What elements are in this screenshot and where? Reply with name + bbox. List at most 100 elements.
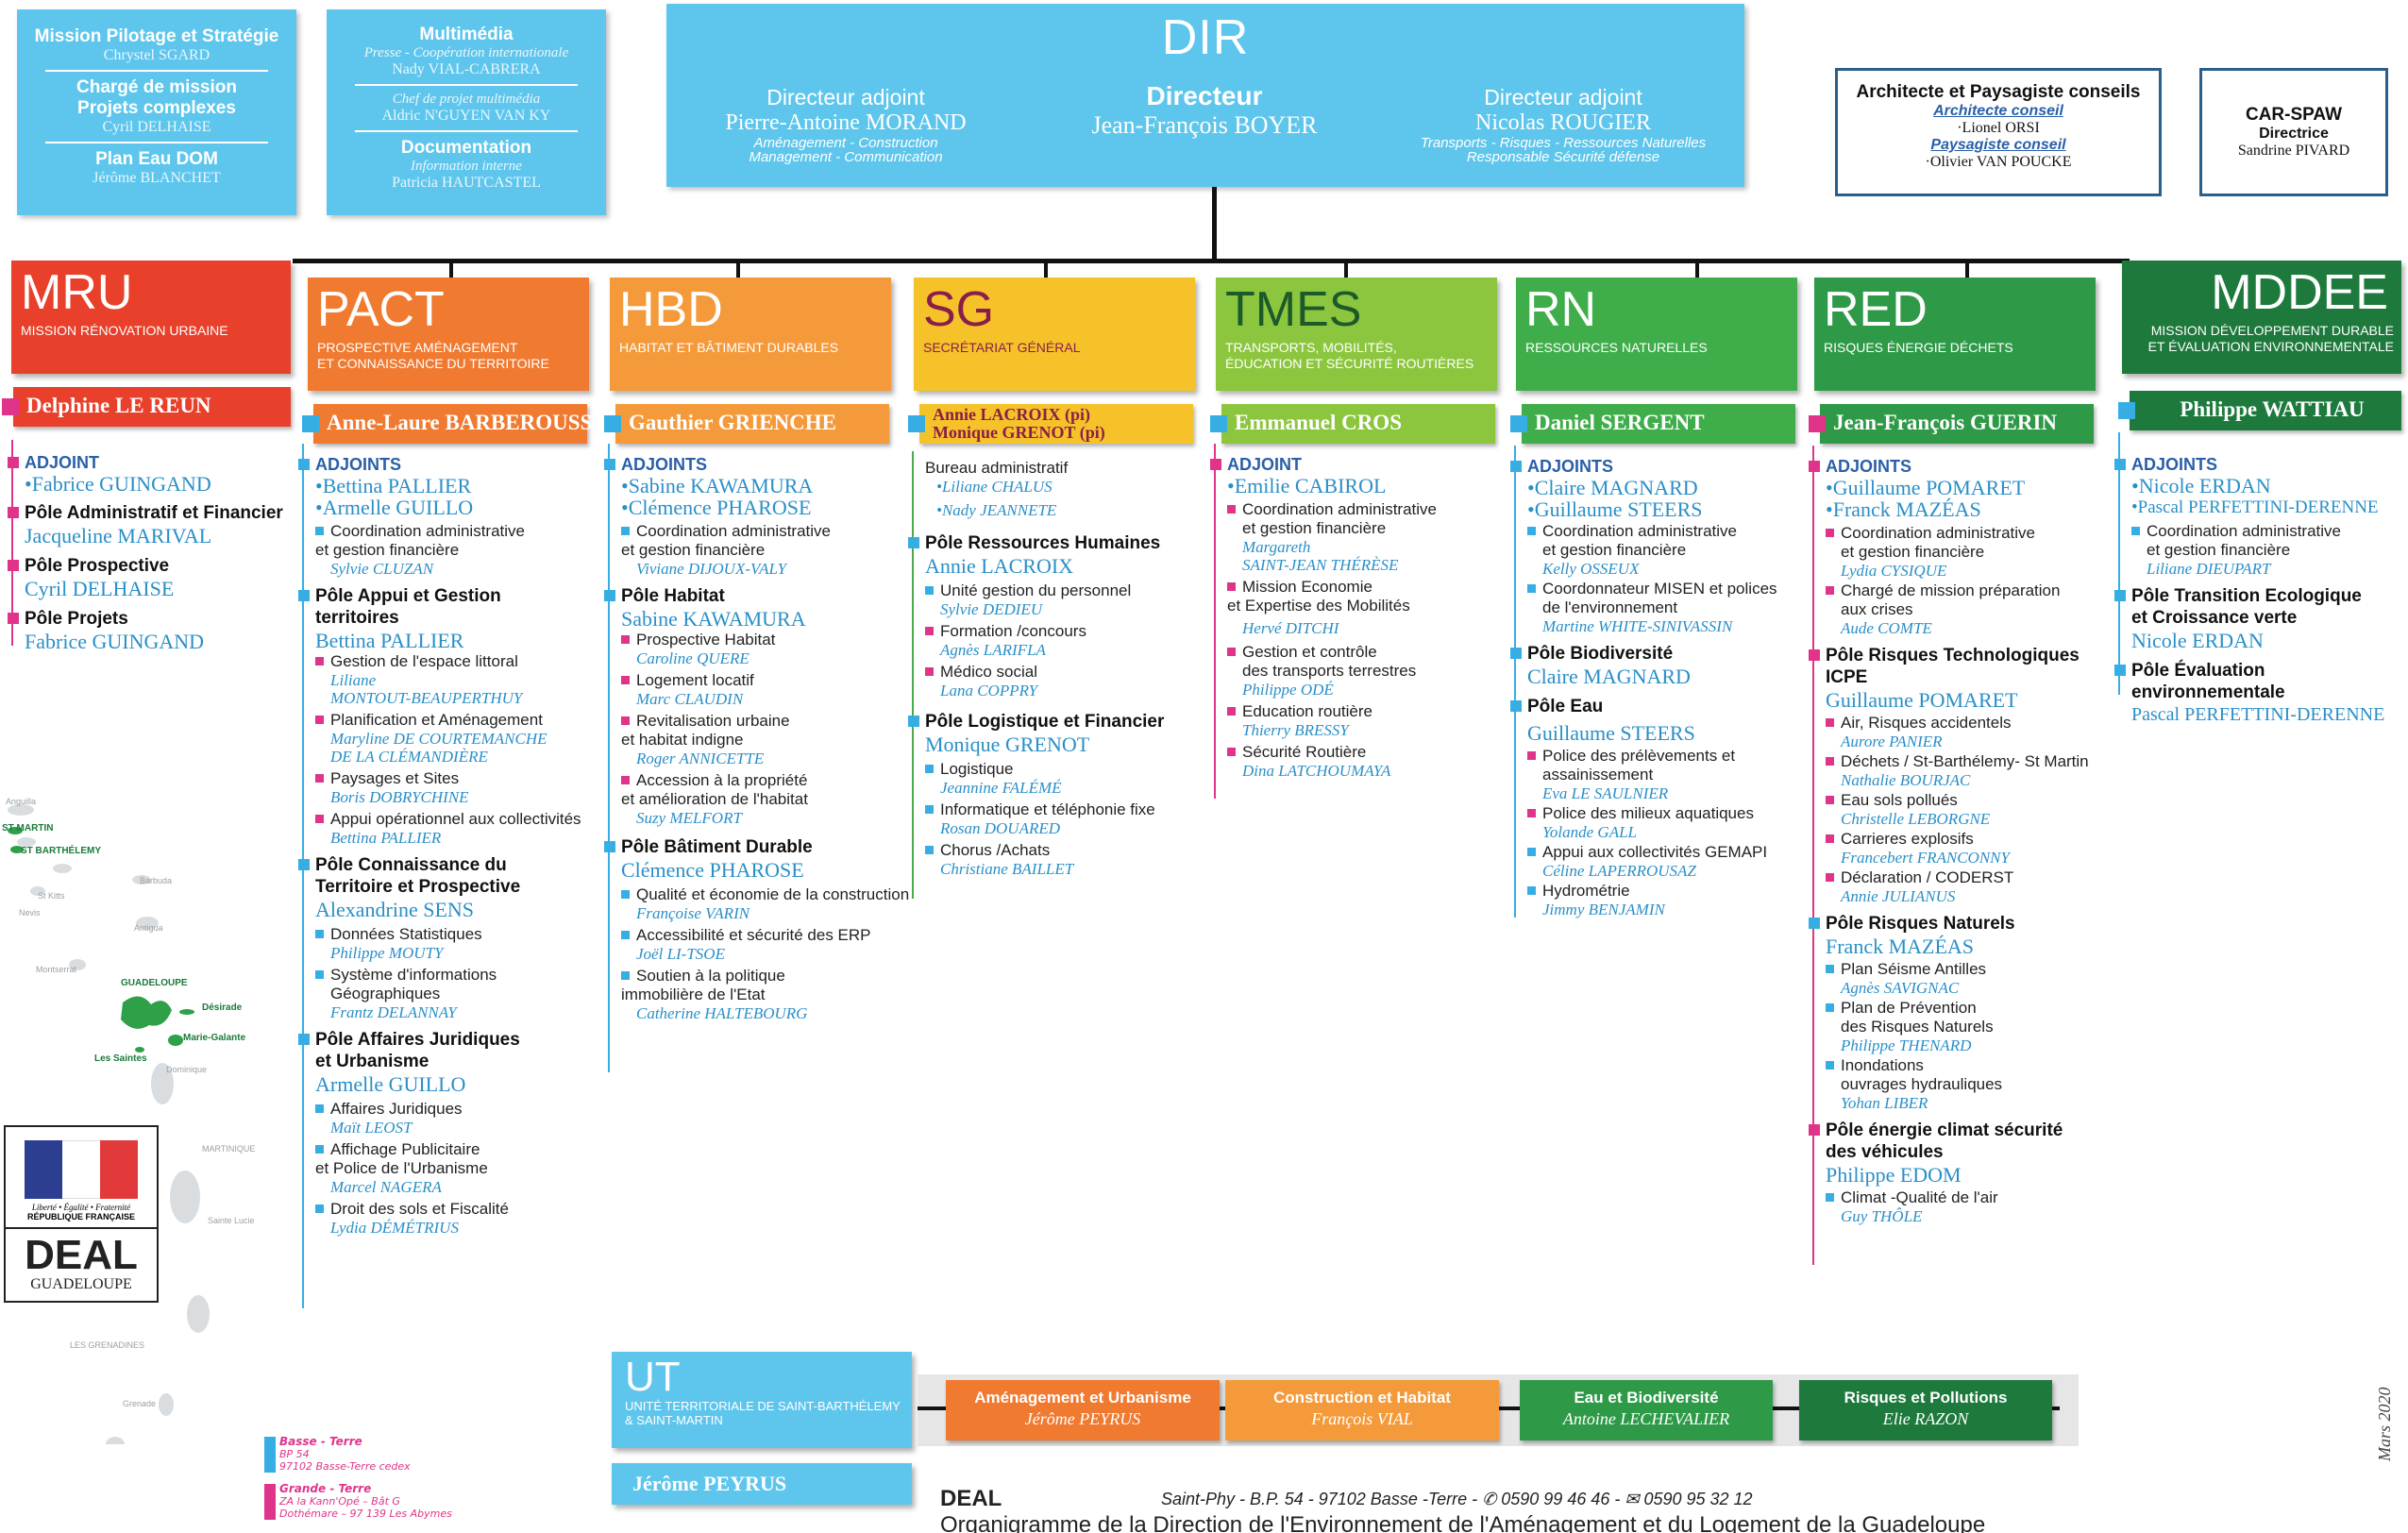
- item-person: Yolande GALL: [1542, 823, 1637, 841]
- item: Education routière: [1242, 702, 1372, 720]
- item: Formation /concours: [940, 622, 1086, 640]
- island-shape: [168, 1035, 183, 1046]
- dept-code: MRU: [21, 265, 133, 320]
- item-person: Thierry BRESSY: [1242, 721, 1349, 739]
- head-name2: Monique GRENOT (pi): [933, 423, 1105, 442]
- marker: [8, 560, 19, 571]
- unit-title: Construction et Habitat: [1273, 1389, 1451, 1407]
- column-line: [11, 440, 13, 646]
- item-person: Margareth: [1242, 538, 1311, 556]
- head-name: Anne-Laure BARBEROUSSE: [327, 411, 607, 434]
- dept-code: PACT: [317, 282, 445, 337]
- bullet: [1826, 757, 1834, 766]
- mission-title: Mission Pilotage et Stratégie: [34, 26, 279, 46]
- pole-title: Pôle Connaissance du: [315, 855, 507, 875]
- item-person: Maryline DE COURTEMANCHE: [330, 730, 547, 748]
- item-person: Nathalie BOURJAC: [1841, 771, 1971, 789]
- bullet: [621, 971, 630, 980]
- marker: [908, 537, 919, 548]
- bullet: [1826, 834, 1834, 843]
- map-label: LES GRENADINES: [70, 1340, 144, 1350]
- dept-red: RED Risques énergie déchets: [1814, 278, 2096, 391]
- item: de l'environnement: [1542, 598, 1678, 616]
- bullet: [925, 667, 934, 676]
- island-shape: [187, 1295, 210, 1333]
- dept-tmes: TMES Transports, mobilités, éducation et…: [1216, 278, 1497, 391]
- island-shape: [8, 827, 23, 834]
- director-role: Directeur: [1146, 81, 1263, 110]
- deputy-right-sub1: Transports - Risques - Ressources Nature…: [1420, 135, 1707, 151]
- item-person: Lana COPPRY: [940, 682, 1038, 699]
- legend-line: ZA la Kann'Opé – Bât G: [279, 1495, 400, 1508]
- marker: [302, 415, 319, 432]
- column-line: [912, 451, 914, 899]
- connector-line: [1044, 261, 1048, 279]
- architect-title: Architecte et Paysagiste conseils: [1856, 82, 2141, 102]
- adjoint-label: ADJOINT: [1227, 455, 1303, 474]
- bullet: [315, 970, 324, 979]
- bullet: [1527, 527, 1536, 535]
- plan-title: Plan Eau DOM: [95, 149, 218, 169]
- item-person: Aude COMTE: [1841, 619, 1932, 637]
- divider: [354, 130, 579, 132]
- marker: [908, 415, 925, 432]
- bureau-person: •Liliane CHALUS: [936, 478, 1052, 496]
- marker: [1809, 1124, 1820, 1136]
- bullet: [1227, 707, 1236, 716]
- head-name1: Annie LACROIX (pi): [933, 405, 1091, 424]
- item: et Police de l'Urbanisme: [315, 1159, 488, 1177]
- pole-title: Pôle Habitat: [621, 586, 725, 606]
- pole-title: environnementale: [2131, 682, 2285, 702]
- head-name: Philippe WATTIAU: [2180, 397, 2365, 421]
- item: et gestion financière: [315, 541, 460, 559]
- item: Chargé de mission préparation: [1841, 581, 2061, 599]
- pole-head: Guillaume STEERS: [1527, 721, 1695, 745]
- pole-title: Pôle Biodiversité: [1527, 644, 1674, 664]
- adjoint-label: ADJOINTS: [1527, 457, 1614, 476]
- marker: [298, 459, 310, 470]
- divider: [44, 70, 269, 72]
- bullet: [621, 676, 630, 684]
- marker: [2, 398, 19, 415]
- doc-title: Documentation: [400, 138, 532, 158]
- item: des transports terrestres: [1242, 662, 1417, 680]
- pole-head: Jacqueline MARIVAL: [25, 524, 212, 548]
- item: Prospective Habitat: [636, 631, 776, 649]
- dept-pact: PACT Prospective aménagement et connaiss…: [308, 278, 589, 391]
- item-person: Kelly OSSEUX: [1542, 560, 1640, 578]
- carspaw-name: Sandrine PIVARD: [2237, 143, 2350, 159]
- marker: [2114, 590, 2126, 601]
- pole-title: Pôle Ressources Humaines: [925, 533, 1161, 553]
- item: Chorus /Achats: [940, 841, 1051, 859]
- item: Gestion et contrôle: [1242, 643, 1377, 661]
- caribbean-map: ST MARTIN ST BARTHÉLEMY GUADELOUPE Désir…: [2, 797, 255, 1444]
- pole-title: des véhicules: [1826, 1142, 1944, 1162]
- legend-title: Basse - Terre: [279, 1435, 362, 1448]
- item: et Expertise des Mobilités: [1227, 597, 1410, 615]
- item: Unité gestion du personnel: [940, 581, 1132, 599]
- head-red: Jean-François GUERIN: [1809, 404, 2094, 444]
- island-shape: [170, 1171, 200, 1223]
- marker: [1809, 461, 1820, 472]
- head-ut: Jérôme PEYRUS: [612, 1463, 912, 1505]
- bullet: [2131, 527, 2140, 535]
- head-mddee: Philippe WATTIAU: [2118, 391, 2401, 430]
- pole-head: Claire MAGNARD: [1527, 665, 1691, 688]
- bullet: [1826, 1003, 1834, 1012]
- connector-line: [449, 261, 453, 279]
- dept-fullname: Mission rénovation urbaine: [21, 323, 228, 338]
- marker: [1510, 700, 1522, 712]
- head-name: Delphine LE REUN: [26, 394, 211, 417]
- item: Coordination administrative: [636, 522, 831, 540]
- item-person: Sylvie CLUZAN: [330, 560, 434, 578]
- col-pact: ADJOINTS •Bettina PALLIER•Armelle GUILLO…: [298, 444, 610, 1308]
- adjoint-label: ADJOINTS: [621, 455, 708, 474]
- item-person: DE LA CLÉMANDIÈRE: [330, 748, 488, 766]
- item: Plan Séisme Antilles: [1841, 960, 1987, 978]
- pole-title: Pôle Évaluation: [2131, 661, 2265, 681]
- charge-title2: Projets complexes: [77, 98, 236, 118]
- map-label: Anguilla: [6, 797, 36, 806]
- item: ouvrages hydrauliques: [1841, 1075, 2003, 1093]
- bullet: [621, 716, 630, 725]
- bullet: [1227, 748, 1236, 756]
